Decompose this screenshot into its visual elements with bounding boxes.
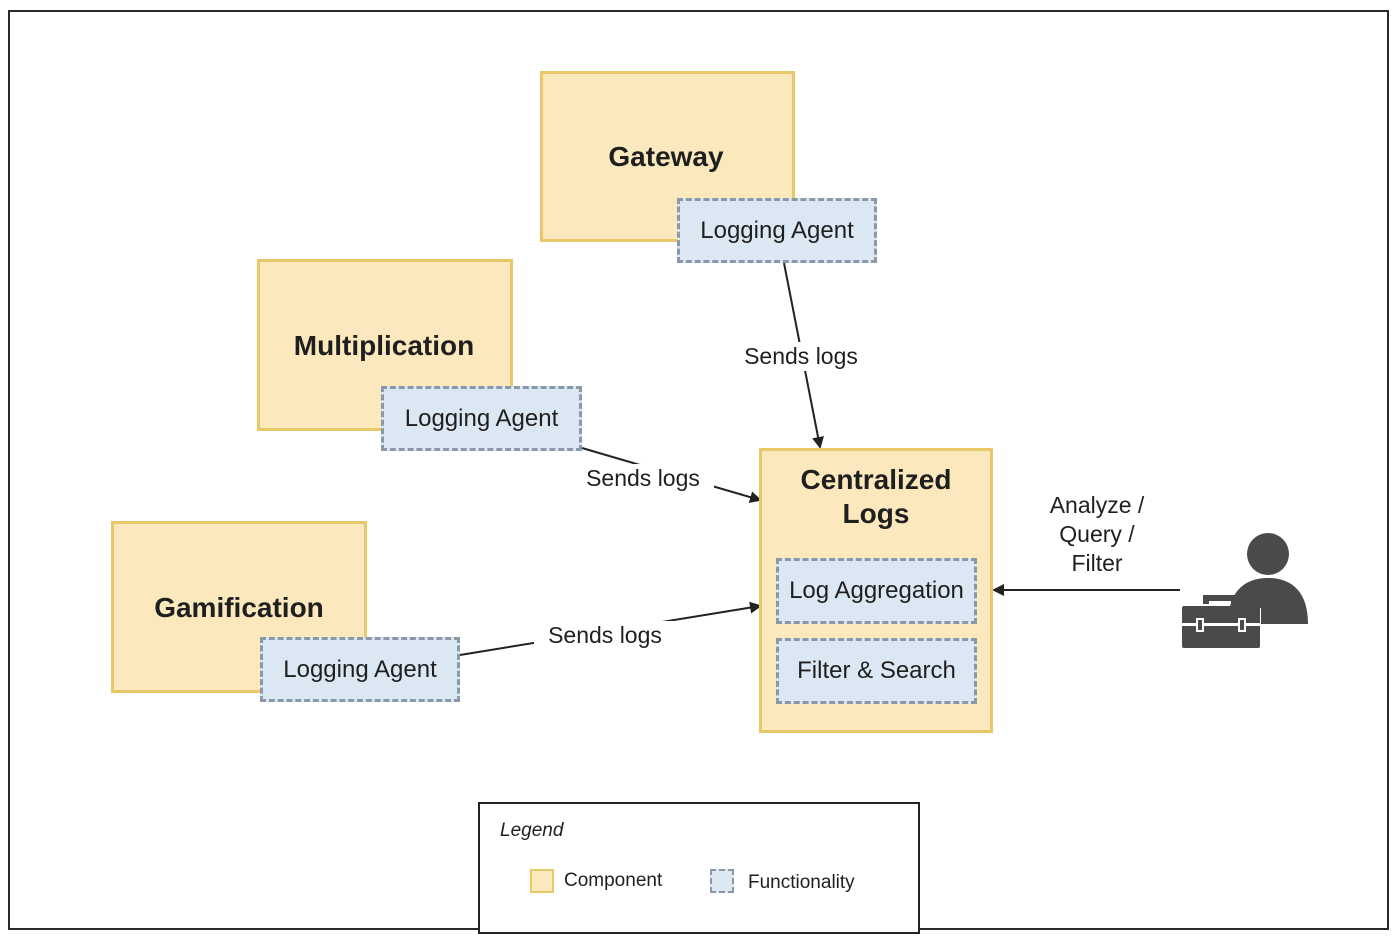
user-edge-label: Analyze / Query / Filter (1030, 491, 1164, 578)
legend-functionality-swatch (710, 869, 734, 893)
centralized-logs-title: Centralized Logs (759, 463, 993, 531)
multiplication-logging-agent: Logging Agent (381, 386, 582, 451)
filter-search-functionality: Filter & Search (776, 638, 977, 704)
centralized-logs-title-line1: Centralized (800, 464, 952, 495)
legend-component-label: Component (564, 870, 663, 891)
log-aggregation-functionality: Log Aggregation (776, 558, 977, 624)
user-edge-label-line3: Filter (1071, 550, 1123, 576)
gateway-edge-label: Sends logs (730, 342, 872, 371)
legend: Legend Component Functionality (478, 802, 920, 934)
gateway-logging-agent: Logging Agent (677, 198, 877, 263)
gamification-edge-label: Sends logs (534, 621, 676, 650)
gamification-logging-agent: Logging Agent (260, 637, 460, 702)
legend-component-swatch (530, 869, 554, 893)
user-edge-label-line1: Analyze / (1049, 492, 1145, 518)
centralized-logs-title-line2: Logs (842, 498, 910, 529)
legend-title: Legend (500, 820, 564, 841)
gamification-title: Gamification (154, 592, 324, 623)
user-with-toolbox-icon (1181, 533, 1308, 650)
user-edge-label-line2: Query / (1059, 521, 1135, 547)
multiplication-edge-label: Sends logs (572, 464, 714, 493)
legend-functionality-label: Functionality (748, 872, 855, 893)
multiplication-title: Multiplication (293, 330, 475, 361)
gateway-title: Gateway (608, 141, 724, 172)
